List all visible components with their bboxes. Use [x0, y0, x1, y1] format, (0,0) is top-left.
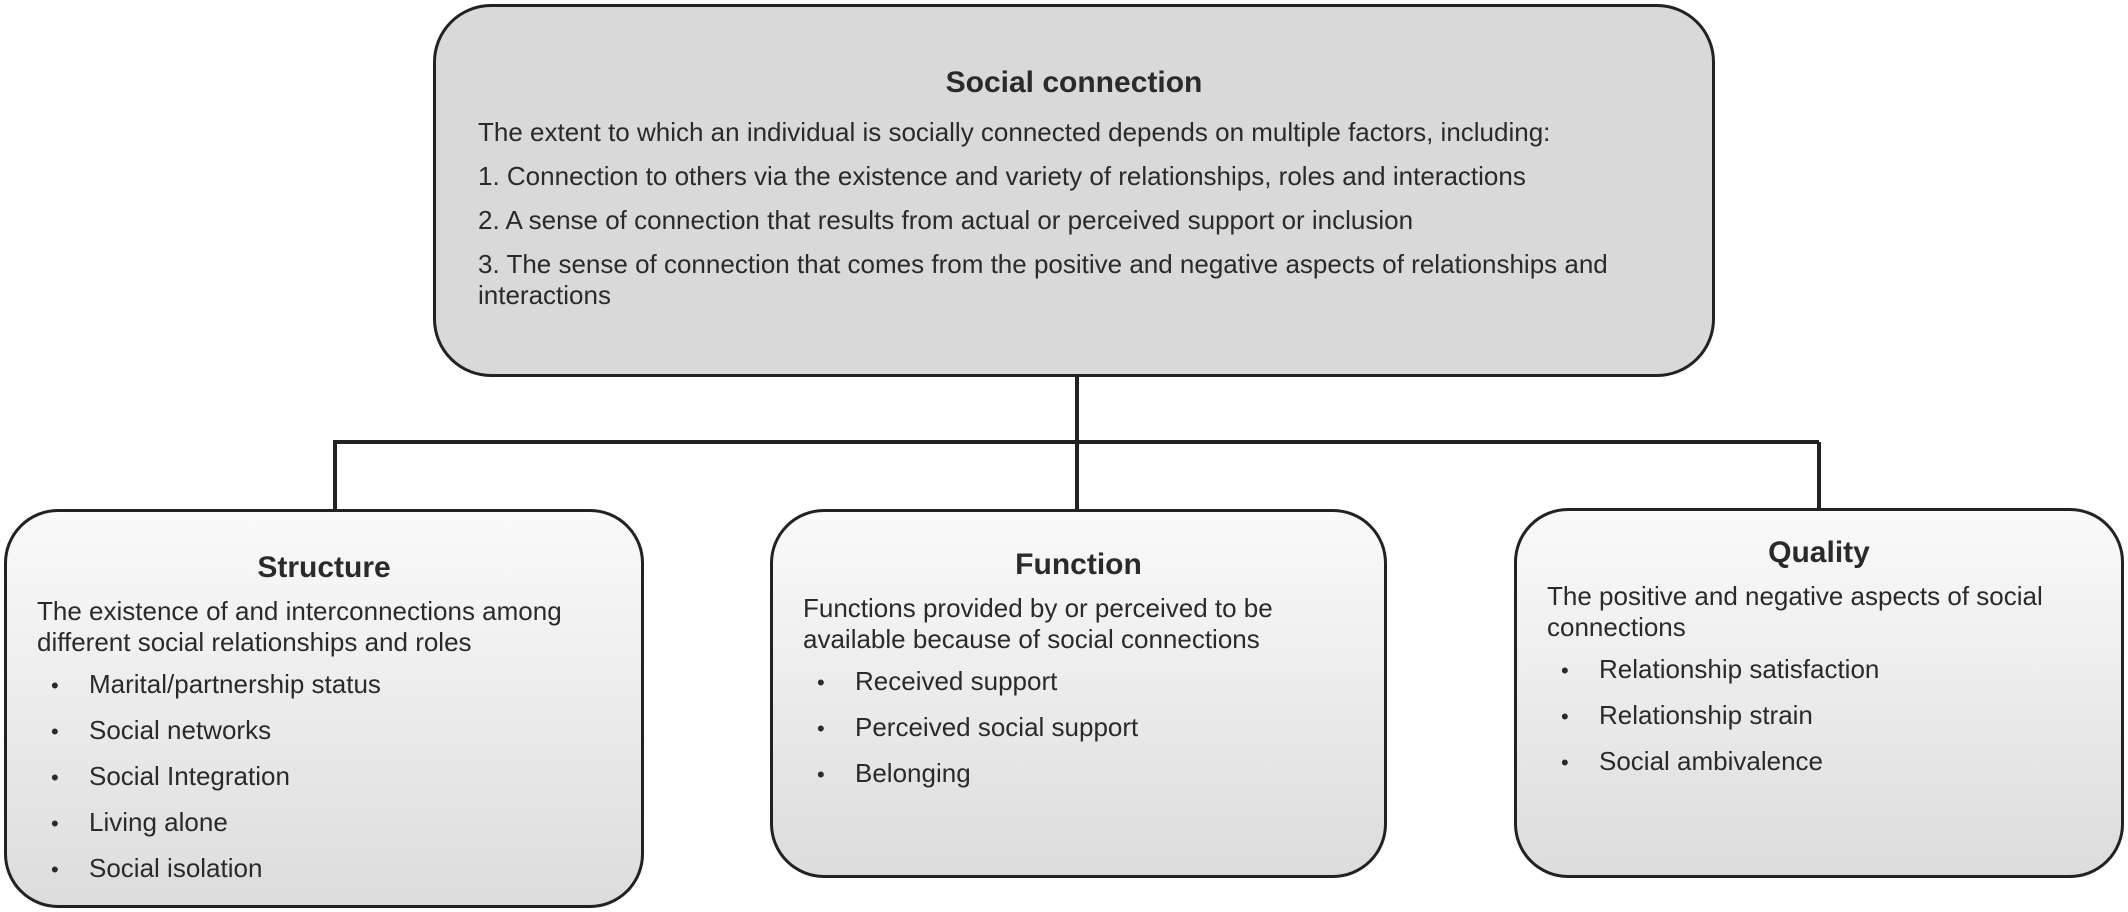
social-connection-title: Social connection	[945, 66, 1203, 99]
list-item-label: Belonging	[855, 758, 971, 788]
list-item: • Living alone	[37, 806, 611, 840]
bullet-icon: •	[51, 673, 59, 698]
list-item: • Social ambivalence	[1547, 745, 2091, 779]
social-connection-box: Social connection The extent to which an…	[433, 4, 1715, 377]
list-item-label: Received support	[855, 666, 1058, 696]
list-item: • Relationship strain	[1547, 699, 2091, 733]
list-item-label: Relationship strain	[1599, 700, 1813, 730]
bullet-icon: •	[1561, 750, 1569, 775]
list-item: • Received support	[803, 665, 1354, 699]
structure-list: • Marital/partnership status • Social netw…	[37, 668, 611, 886]
bullet-icon: •	[817, 670, 825, 695]
list-item: • Relationship satisfaction	[1547, 653, 2091, 687]
list-item: • Social networks	[37, 714, 611, 748]
list-item-label: Living alone	[89, 807, 228, 837]
social-connection-factor-2: 2. A sense of connection that results fr…	[478, 205, 1414, 235]
bullet-icon: •	[51, 857, 59, 882]
list-item-label: Perceived social support	[855, 712, 1139, 742]
bullet-icon: •	[51, 765, 59, 790]
list-item-label: Relationship satisfaction	[1599, 654, 1880, 684]
function-title: Function	[1015, 548, 1142, 581]
list-item-label: Social Integration	[89, 761, 290, 791]
list-item-label: Marital/partnership status	[89, 669, 381, 699]
list-item-label: Social networks	[89, 715, 272, 745]
social-connection-intro: The extent to which an individual is soc…	[478, 117, 1551, 147]
quality-title: Quality	[1768, 536, 1870, 569]
structure-title: Structure	[257, 551, 391, 584]
structure-description: The existence of and interconnections am…	[37, 596, 562, 657]
bullet-icon: •	[51, 719, 59, 744]
function-box: Function Functions provided by or percei…	[770, 509, 1387, 878]
quality-list: • Relationship satisfaction • Relationship…	[1547, 653, 2091, 779]
list-item-label: Social ambivalence	[1599, 746, 1824, 776]
bullet-icon: •	[51, 811, 59, 836]
social-connection-factor-3: 3. The sense of connection that comes fr…	[478, 249, 1608, 310]
bullet-icon: •	[817, 762, 825, 787]
bullet-icon: •	[817, 716, 825, 741]
function-list: • Received support • Perceived social supp…	[803, 665, 1354, 791]
bullet-icon: •	[1561, 704, 1569, 729]
list-item: • Social Integration	[37, 760, 611, 794]
list-item: • Belonging	[803, 757, 1354, 791]
list-item: • Social isolation	[37, 852, 611, 886]
list-item: • Perceived social support	[803, 711, 1354, 745]
list-item: • Marital/partnership status	[37, 668, 611, 702]
quality-description: The positive and negative aspects of soc…	[1547, 581, 2043, 642]
list-item-label: Social isolation	[89, 853, 263, 883]
social-connection-factor-1: 1. Connection to others via the existenc…	[478, 161, 1526, 191]
function-description: Functions provided by or perceived to be…	[803, 593, 1273, 654]
bullet-icon: •	[1561, 658, 1569, 683]
quality-box: Quality The positive and negative aspect…	[1514, 508, 2124, 878]
structure-box: Structure The existence of and interconn…	[4, 509, 644, 908]
